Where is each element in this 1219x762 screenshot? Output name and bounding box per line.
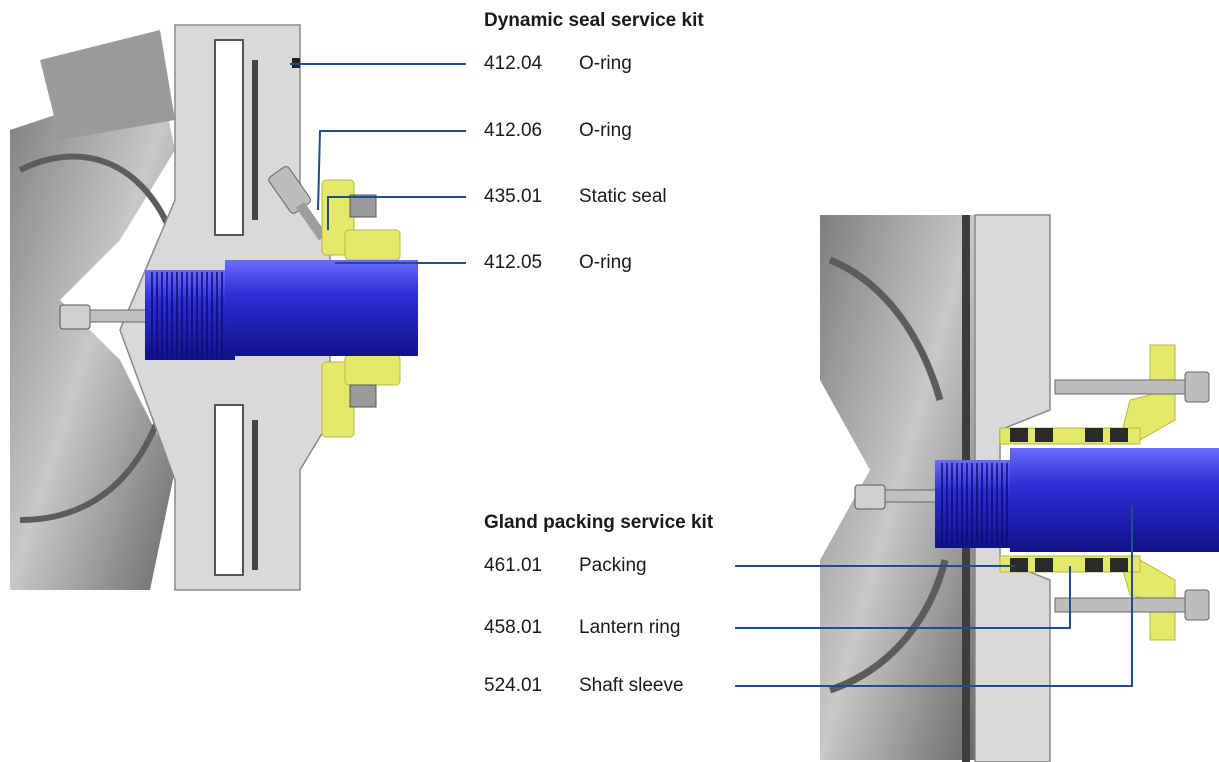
- part-number: 461.01: [484, 555, 543, 576]
- part-461-01: 461.01 Packing: [484, 555, 647, 577]
- part-number: 435.01: [484, 186, 543, 207]
- gland-packing-kit-title: Gland packing service kit: [484, 512, 714, 533]
- part-name: Static seal: [579, 186, 667, 207]
- dynamic-seal-section-drawing: [10, 24, 418, 591]
- leader-524-01: [735, 505, 1133, 687]
- part-number: 524.01: [484, 675, 543, 696]
- part-412-04: 412.04 O-ring: [484, 53, 632, 75]
- part-435-01: 435.01 Static seal: [484, 186, 667, 208]
- leader-458-01: [735, 566, 1071, 629]
- part-number: 412.04: [484, 53, 543, 74]
- dynamic-seal-kit-title: Dynamic seal service kit: [484, 10, 704, 31]
- gland-right-bottom: [1119, 559, 1176, 641]
- part-name: Shaft sleeve: [579, 675, 684, 696]
- leader-lines: [290, 63, 1133, 687]
- leader-435-01: [327, 196, 466, 230]
- part-name: Lantern ring: [579, 617, 681, 638]
- gland-packing-section-drawing: [820, 214, 1219, 762]
- leader-412-06: [317, 130, 466, 211]
- part-name: O-ring: [579, 53, 632, 74]
- part-524-01: 524.01 Shaft sleeve: [484, 675, 684, 697]
- part-number: 412.06: [484, 120, 543, 141]
- impeller-vanes-right: [820, 215, 975, 760]
- part-412-06: 412.06 O-ring: [484, 120, 632, 142]
- packing-rings: [1010, 428, 1128, 572]
- part-458-01: 458.01 Lantern ring: [484, 617, 680, 639]
- part-name: O-ring: [579, 252, 632, 273]
- part-name: Packing: [579, 555, 647, 576]
- part-412-05: 412.05 O-ring: [484, 252, 632, 274]
- part-name: O-ring: [579, 120, 632, 141]
- part-number: 458.01: [484, 617, 543, 638]
- part-number: 412.05: [484, 252, 543, 273]
